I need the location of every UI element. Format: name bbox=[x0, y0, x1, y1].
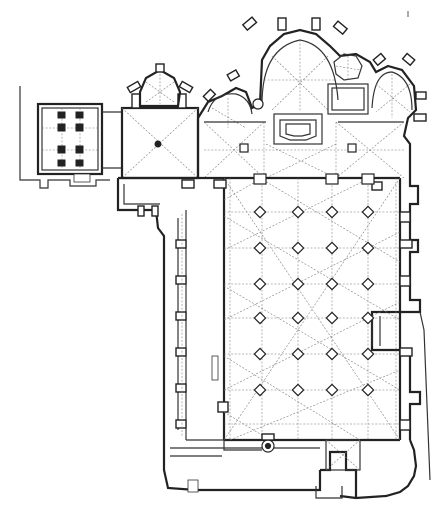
pier-row bbox=[253, 347, 375, 361]
pier-row bbox=[253, 311, 375, 325]
pier-row bbox=[253, 205, 375, 219]
nave-pier bbox=[361, 347, 375, 361]
sacristy-annex bbox=[19, 86, 122, 189]
nave-pier bbox=[361, 277, 375, 291]
crossing-pier bbox=[361, 173, 375, 185]
nave-pier bbox=[361, 383, 375, 397]
nave-pier bbox=[325, 277, 339, 291]
nave-pier bbox=[253, 383, 267, 397]
sacristy-piers bbox=[57, 111, 84, 167]
crossing-pier bbox=[325, 173, 339, 185]
nave-pier bbox=[291, 347, 305, 361]
nave-pier bbox=[325, 383, 339, 397]
nave-pier bbox=[325, 347, 339, 361]
west-aisle-alcoves bbox=[137, 179, 229, 429]
nave-pier bbox=[253, 277, 267, 291]
nave-pier bbox=[361, 241, 375, 255]
crossing-pier bbox=[253, 173, 267, 185]
nave-pier bbox=[325, 241, 339, 255]
nave-pier bbox=[361, 311, 375, 325]
crossing-pier bbox=[239, 143, 249, 153]
nave-pier bbox=[361, 205, 375, 219]
southeast-bay bbox=[325, 439, 361, 471]
nave-pier bbox=[253, 347, 267, 361]
hexagonal-chapel bbox=[126, 63, 194, 108]
nave-walls bbox=[116, 176, 431, 500]
transept bbox=[196, 118, 405, 179]
spiral-stair bbox=[261, 433, 275, 453]
nave-pier bbox=[253, 241, 267, 255]
nave-pier bbox=[291, 383, 305, 397]
nave-pier bbox=[253, 205, 267, 219]
nave-pier bbox=[325, 205, 339, 219]
nave-vault-ribs bbox=[181, 177, 401, 441]
nave-pier bbox=[291, 205, 305, 219]
pier-row bbox=[253, 383, 375, 397]
pier-row bbox=[253, 241, 375, 255]
choir-apses bbox=[197, 16, 427, 176]
nave-pier bbox=[253, 311, 267, 325]
nave-pier bbox=[325, 311, 339, 325]
nave-pier bbox=[291, 241, 305, 255]
crossing-pier bbox=[347, 143, 357, 153]
east-aisle-chapels bbox=[371, 181, 413, 431]
pier-row bbox=[253, 277, 375, 291]
nave-piers bbox=[239, 143, 375, 397]
nave-pier bbox=[291, 277, 305, 291]
nave-pier bbox=[291, 311, 305, 325]
